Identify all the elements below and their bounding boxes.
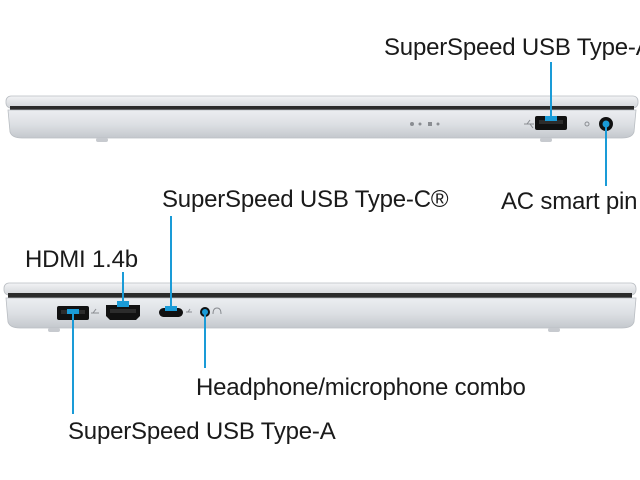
usb-icon xyxy=(91,308,99,314)
label-hdmi: HDMI 1.4b xyxy=(25,246,138,273)
callout-usb-c xyxy=(165,216,177,311)
callout-bottom-usb-a xyxy=(67,309,79,414)
led-indicator xyxy=(436,122,440,126)
led-indicator xyxy=(410,122,414,126)
power-icon xyxy=(584,121,590,127)
label-usb-c: SuperSpeed USB Type-C® xyxy=(162,186,449,213)
label-headphone: Headphone/microphone combo xyxy=(196,374,526,401)
usb-icon xyxy=(186,308,192,313)
label-ac-smart-pin: AC smart pin xyxy=(501,188,638,215)
usb-icon xyxy=(524,119,534,129)
label-bottom-usb-a: SuperSpeed USB Type-A xyxy=(68,418,336,445)
callout-headphone xyxy=(202,309,208,368)
led-indicator xyxy=(428,122,432,126)
headphone-icon xyxy=(212,307,222,315)
callout-top-usb-a xyxy=(545,62,557,121)
led-indicator xyxy=(418,122,422,126)
label-top-usb-a: SuperSpeed USB Type-A xyxy=(384,34,640,61)
callout-hdmi xyxy=(117,272,129,307)
laptop-right-side xyxy=(5,95,639,142)
laptop-left-side xyxy=(3,282,637,332)
callout-ac-pin xyxy=(602,120,610,186)
